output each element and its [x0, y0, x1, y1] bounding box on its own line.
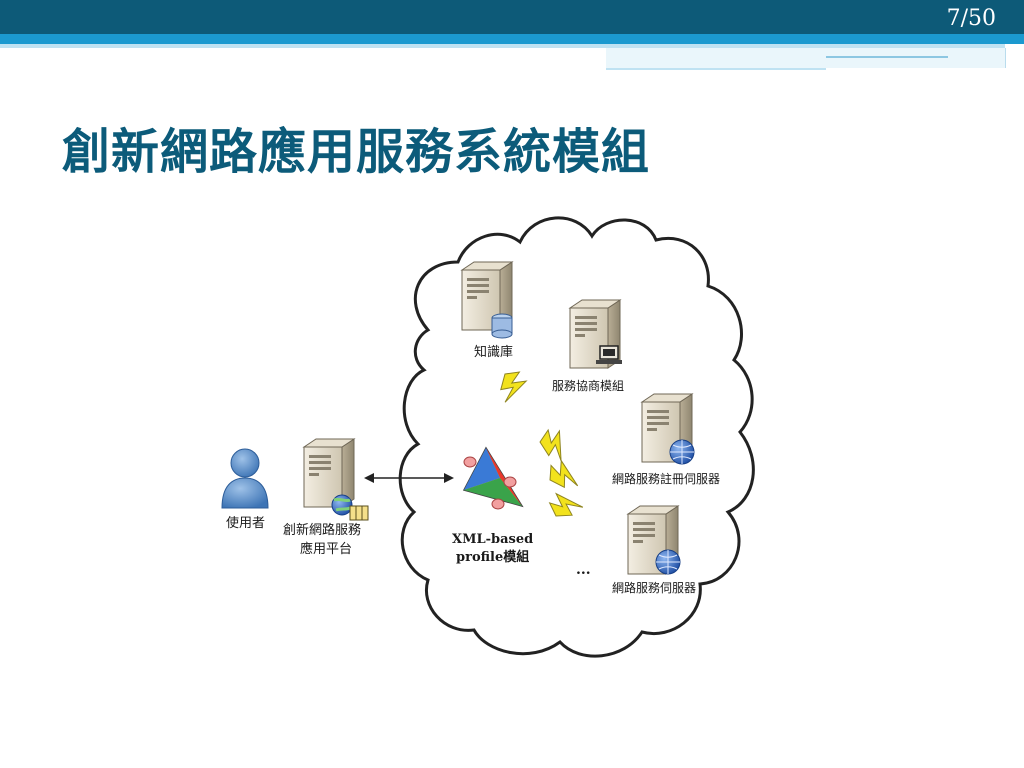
knowledge-server-icon: [461, 261, 513, 339]
ellipsis-label: ...: [576, 562, 591, 578]
registry-label: 網路服務註冊伺服器: [612, 471, 720, 486]
knowledge-label: 知識庫: [474, 344, 513, 360]
page-number: 7/50: [946, 6, 996, 31]
xml-profile-module-icon: [462, 446, 524, 510]
header-band: [0, 0, 1024, 34]
service-server-icon: [627, 505, 681, 575]
header-accent-band: [0, 34, 1024, 44]
platform-label-line1: 創新網路服務: [283, 522, 361, 538]
xml-label-line1: XML-based: [452, 532, 533, 547]
user-icon: [221, 448, 269, 509]
registry-server-icon: [641, 393, 695, 465]
negotiation-server-icon: [569, 299, 622, 369]
header-decoration: [606, 48, 1006, 68]
cloud-outline: [398, 216, 755, 658]
user-label: 使用者: [226, 515, 265, 531]
xml-label-line2: profile模組: [456, 549, 529, 565]
slide-title: 創新網路應用服務系統模組: [62, 124, 651, 180]
negotiation-label: 服務協商模組: [552, 378, 624, 393]
service-label: 網路服務伺服器: [612, 580, 696, 595]
platform-server-icon: [303, 438, 369, 521]
platform-label-line2: 應用平台: [300, 541, 352, 557]
header-decoration-line: [826, 56, 948, 58]
header-decoration-line: [606, 68, 826, 70]
double-arrow-icon: [364, 473, 454, 483]
header-fade: [0, 44, 1005, 48]
